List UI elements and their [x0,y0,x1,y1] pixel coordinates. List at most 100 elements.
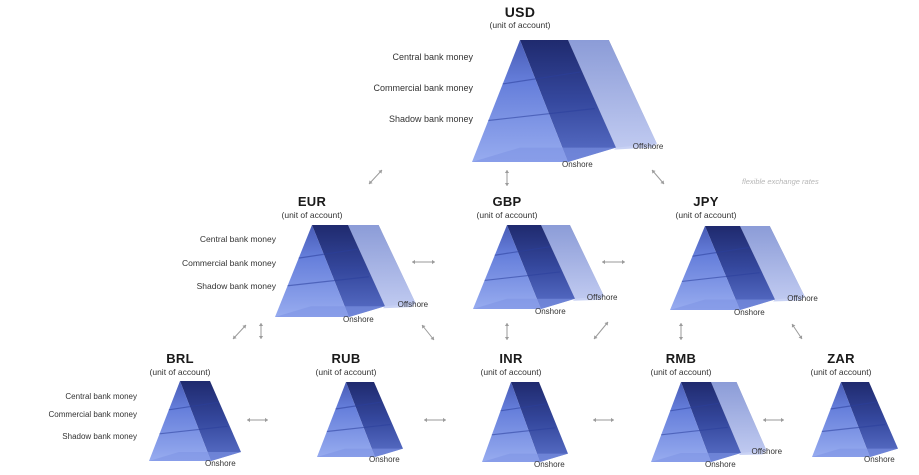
currency-code-inr: INR [499,351,523,366]
exchange-rate-arrow [247,417,268,423]
onshore-face-zar [812,382,870,457]
layer-divider [830,401,877,410]
currency-code-brl: BRL [166,351,194,366]
layer-divider [692,246,750,257]
commercial-bank-money-label: Commercial bank money [48,410,137,419]
exchange-rate-arrow [678,323,684,340]
currency-code-usd: USD [504,4,536,20]
layer-divider [484,271,561,282]
prism-base [275,306,385,317]
currency-prism-rmb [651,382,767,462]
currency-code-eur: EUR [297,194,327,209]
unit-of-account-label: (unit of account) [476,210,538,220]
flexible-exchange-rates-note: flexible exchange rates [742,177,819,186]
layer-divider [159,425,228,435]
unit-of-account-label: (unit of account) [480,367,542,377]
currency-prism-rub [317,382,403,457]
onshore-face-gbp [473,225,541,309]
exchange-rate-arrow [421,324,435,341]
commercial-bank-money-label: Commercial bank money [373,83,473,93]
unit-of-account-label: (unit of account) [489,20,551,30]
layer-divider [287,276,369,287]
offshore-label: Offshore [787,293,818,303]
currency-prism-jpy [670,226,805,310]
currency-code-zar: ZAR [827,351,855,366]
layer-divider [500,403,547,412]
prism-base [317,448,403,457]
prism-base [812,448,898,457]
onshore-side-brl [180,381,241,461]
offshore-face-usd [568,40,657,150]
onshore-label: Onshore [864,455,895,464]
offshore-label: Offshore [751,447,783,456]
onshore-side-usd [520,40,616,162]
onshore-label: Onshore [535,307,566,316]
exchange-rate-arrow [368,169,383,185]
exchange-rate-arrow [424,417,446,423]
currency-prism-usd [472,40,657,162]
layer-divider [168,401,219,411]
onshore-face-rub [317,382,375,457]
layer-divider [491,427,556,436]
layer-divider [670,402,719,412]
onshore-side-eur [312,225,385,317]
layer-divider [488,107,595,122]
onshore-side-zar [841,382,898,457]
exchange-rate-arrow [504,170,510,186]
currency-prism-zar [812,382,898,457]
onshore-side-jpy [705,226,775,310]
commercial-bank-money-label: Commercial bank money [181,258,276,268]
onshore-label: Onshore [734,308,765,317]
layer-divider [502,71,581,85]
unit-of-account-label: (unit of account) [315,367,377,377]
currency-code-rub: RUB [331,351,361,366]
exchange-rate-arrow [258,323,264,339]
offshore-face-gbp [541,225,604,301]
onshore-label: Onshore [534,460,565,469]
exchange-rate-arrow [791,323,803,340]
prism-base [651,453,741,462]
unit-of-account-label: (unit of account) [149,367,211,377]
layer-divider [821,423,886,433]
currency-prism-eur [275,225,416,317]
layer-divider [335,401,382,410]
central-bank-money-label: Central bank money [199,234,276,244]
onshore-side-inr [511,382,568,462]
prism-base [670,299,775,310]
onshore-face-brl [149,381,211,461]
layer-divider [326,423,391,433]
currency-prism-gbp [473,225,604,309]
exchange-rate-arrow [593,417,614,423]
offshore-face-eur [348,225,416,309]
layer-divider [298,248,358,259]
offshore-face-jpy [740,226,805,302]
central-bank-money-label: Central bank money [65,392,137,401]
exchange-rate-arrow [763,417,784,423]
shadow-bank-money-label: Shadow bank money [388,114,473,124]
onshore-side-rmb [681,382,741,462]
layer-divider [681,272,760,283]
currency-code-jpy: JPY [693,194,719,209]
currency-code-gbp: GBP [492,194,522,209]
onshore-face-eur [275,225,349,317]
prism-base [472,147,616,162]
currency-prism-brl [149,381,241,461]
offshore-label: Offshore [586,292,618,302]
exchange-rate-arrow [504,323,510,340]
currency-code-rmb: RMB [665,351,697,366]
layer-divider [661,426,728,436]
prism-base [482,453,568,462]
onshore-label: Onshore [705,460,736,469]
onshore-side-gbp [507,225,575,309]
currency-prism-inr [482,382,568,462]
shadow-bank-money-label: Shadow bank money [62,432,137,441]
onshore-label: Onshore [205,459,236,468]
shadow-bank-money-label: Shadow bank money [196,281,276,291]
unit-of-account-label: (unit of account) [650,367,712,377]
exchange-rate-arrow [602,259,625,265]
onshore-label: Onshore [369,455,400,464]
prism-base [473,298,575,309]
central-bank-money-label: Central bank money [392,52,473,62]
